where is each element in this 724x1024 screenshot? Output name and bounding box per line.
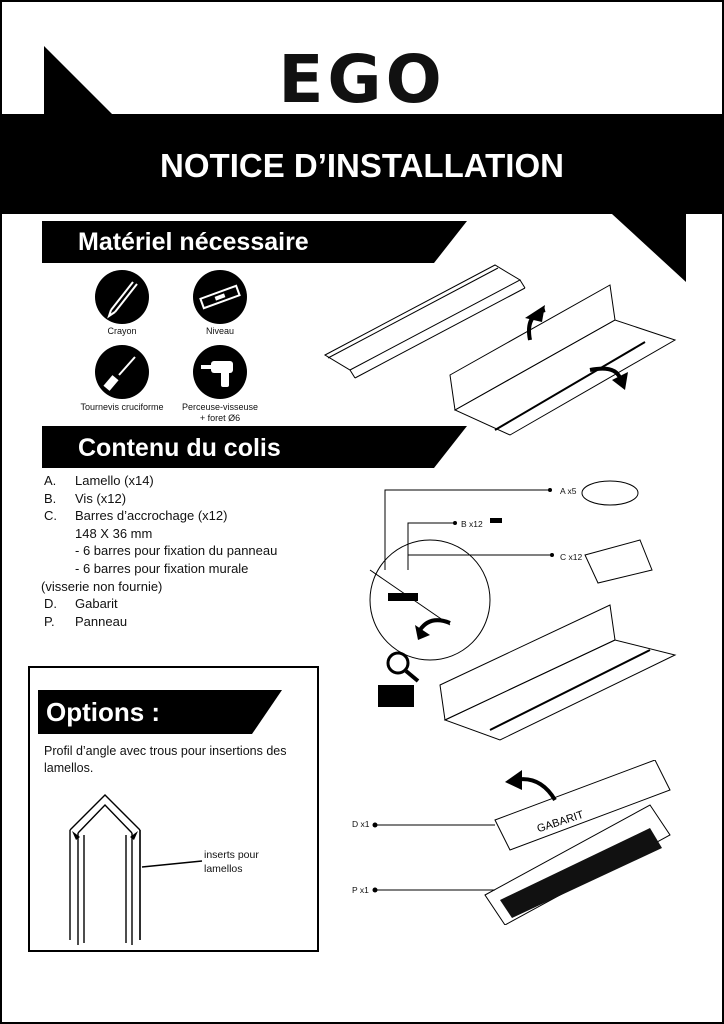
part-a-label: A x5	[560, 486, 577, 496]
materials-heading: Matériel nécessaire	[78, 228, 309, 256]
contents-heading-band	[42, 426, 467, 468]
pencil-icon	[95, 270, 149, 324]
insert-label-2: lamellos	[204, 863, 243, 875]
drill-icon	[193, 345, 247, 399]
options-heading: Options :	[46, 697, 161, 727]
list-item: A.Lamello (x14)	[44, 473, 154, 488]
screwdriver-icon	[95, 345, 149, 399]
part-b-label: B x12	[461, 519, 483, 529]
tool-label-drill-bit: + foret Ø6	[199, 413, 241, 423]
contents-heading: Contenu du colis	[78, 434, 281, 462]
part-d-label: D x1	[352, 819, 370, 829]
search-box-icon	[378, 651, 420, 707]
list-item: - 6 barres pour fixation murale	[75, 560, 249, 576]
panel-template-diagram: GABARIT	[372, 760, 671, 925]
corner-profile-drawing	[69, 794, 203, 945]
parts-exploded-diagram	[369, 480, 677, 741]
tool-label-drill: Perceuse-visseuse	[181, 402, 259, 412]
list-item: C.Barres d’accrochage (x12)	[44, 508, 228, 524]
top-left-triangle	[44, 46, 112, 114]
part-p-label: P x1	[352, 885, 369, 895]
tool-label-screwdriver: Tournevis cruciforme	[80, 402, 164, 412]
tool-label-level: Niveau	[205, 326, 234, 336]
page-title: NOTICE D’INSTALLATION	[160, 147, 564, 184]
title-band	[0, 114, 724, 214]
options-box	[28, 666, 319, 952]
brand-logo: EGO	[278, 41, 446, 118]
options-heading-band	[38, 690, 282, 734]
list-item: D.Gabarit	[44, 596, 118, 612]
insert-label-1: inserts pour	[204, 849, 259, 861]
contents-list: A.Lamello (x14) B.Vis (x12) C.Barres d’a…	[41, 472, 278, 630]
list-item: B.Vis (x12)	[44, 490, 127, 506]
top-right-triangle	[612, 214, 686, 282]
list-item: - 6 barres pour fixation du panneau	[75, 543, 278, 559]
profile-assembly-diagram	[323, 264, 677, 436]
corner-decorations	[44, 46, 686, 282]
materials-heading-band	[42, 221, 467, 263]
list-item: (visserie non fournie)	[41, 578, 163, 594]
level-icon	[193, 270, 247, 324]
list-item: 148 X 36 mm	[75, 525, 153, 541]
tool-label-pencil: Crayon	[107, 326, 137, 336]
list-item: P.Panneau	[44, 613, 128, 629]
options-description: Profil d’angle avec trous pour insertion…	[44, 744, 287, 775]
part-c-label: C x12	[560, 552, 583, 562]
